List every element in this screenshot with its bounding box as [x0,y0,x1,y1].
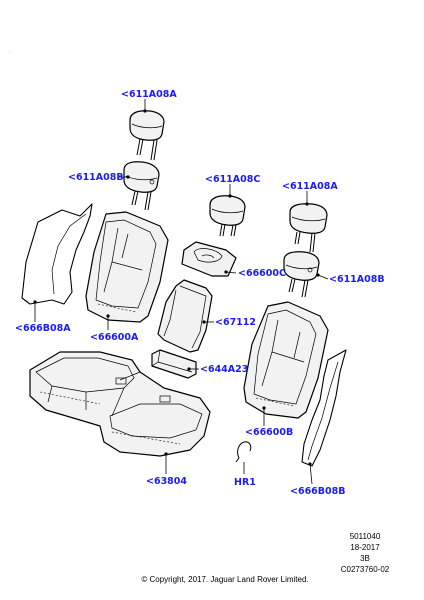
callout-armrest: <67112 [215,317,256,328]
headrest-center-top [129,110,165,161]
drawing-date: 18-2017 [350,543,380,552]
illustration-code: C0273760-02 [340,565,390,574]
corner-mark: · [9,49,11,55]
callout-headrest-right-lower: <611A08B [329,274,385,285]
callout-headrest-right-far: <611A08A [282,181,338,192]
sheet-number: 3B [360,554,370,563]
copyright-notice: © Copyright, 2017. Jaguar Land Rover Lim… [141,575,309,584]
callout-backrest-right: <66600B [245,427,293,438]
backrest-left [85,211,169,323]
trim-panel-left [21,203,93,305]
callout-clip: HR1 [234,477,256,488]
backrest-right [243,301,329,419]
callout-backrest-left: <66600A [90,332,139,343]
leader-lines [33,99,329,485]
armrest-trim [151,349,197,379]
callout-trim-panel-left: <666B08A [15,323,71,334]
drawing-number: 5011040 [349,532,381,541]
callout-cushion: <63804 [146,476,187,487]
headrest-right-far [289,203,328,253]
headrest-center-left [123,161,160,211]
seat-cushion [29,351,211,457]
headrest-right-lower [283,251,320,298]
headrest-right-mid [209,195,246,237]
callout-trim-panel-right: <666B08B [290,486,346,497]
callout-headrest-center-left: <611A08B [68,172,124,183]
armrest [157,279,213,353]
callout-headrest-right-mid: <611A08C [205,174,260,185]
callout-armrest-cup-holder: <66600C [238,268,286,279]
callout-armrest-trim: <644A23 [200,364,248,375]
trim-panel-right [301,349,347,467]
callout-headrest-center-top: <611A08A [121,89,177,100]
armrest-cup-holder [181,241,237,277]
clip-hr1 [235,441,252,463]
